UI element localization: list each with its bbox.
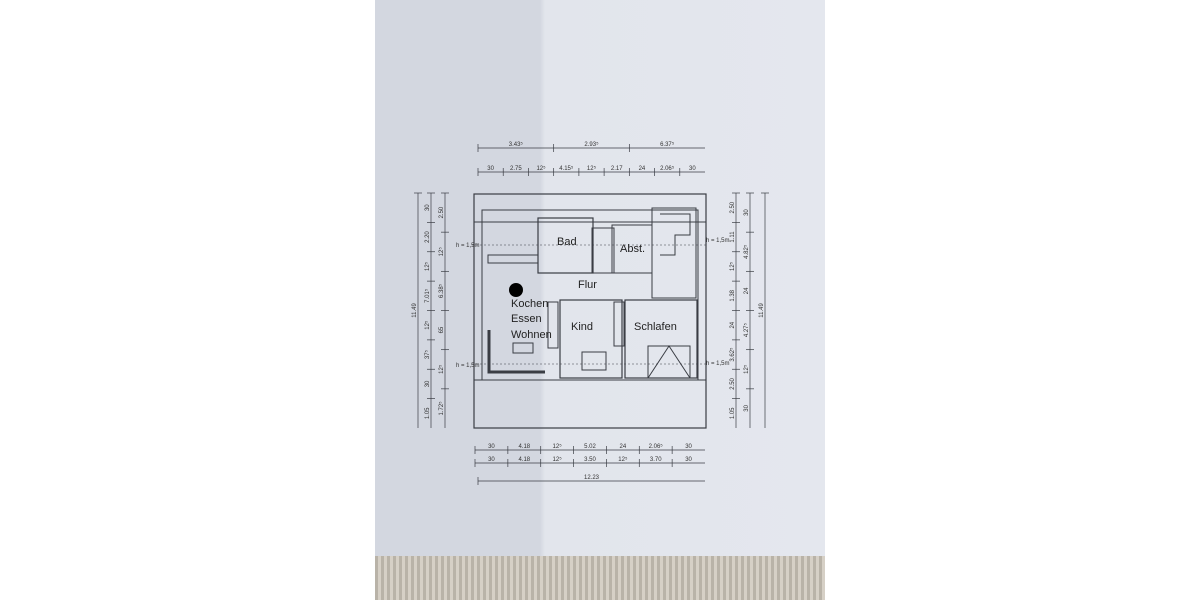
dimension-label: 24	[744, 287, 750, 294]
dimension-label: 1.11	[730, 231, 736, 243]
dimension-label: 6.37⁵	[660, 141, 675, 148]
dimension-label: 12⁵	[438, 247, 445, 257]
stair-steps	[660, 213, 691, 256]
coffee-table	[512, 342, 534, 354]
dimension-label: 4.18	[518, 444, 530, 450]
room-bad	[537, 217, 594, 274]
dimension-label: 2.06⁵	[660, 165, 675, 172]
bathtub	[591, 227, 615, 274]
room-label-kind: Kind	[571, 321, 593, 333]
dimension-label: 2.50	[730, 201, 736, 213]
dimension-label: 1.05	[730, 407, 736, 419]
dimension-label: 30	[685, 457, 692, 463]
height-note: h = 1,5m	[706, 238, 730, 244]
sofa	[487, 330, 545, 374]
dimension-label: 2.06⁵	[649, 443, 664, 450]
dimension-label: 11.49	[759, 303, 765, 318]
dimension-label: 65	[439, 326, 445, 333]
dimension-label: 24	[730, 321, 736, 328]
room-label-abst: Abst.	[620, 243, 645, 255]
dimension-label: 37⁵	[424, 349, 431, 359]
room-label-schlafen: Schlafen	[634, 321, 677, 333]
room-kind	[559, 299, 623, 379]
dimension-label: 11.49	[412, 303, 418, 318]
room-label-flur: Flur	[578, 279, 597, 291]
dimension-label: 4.15⁵	[559, 165, 574, 172]
height-note: h = 1,5m	[706, 361, 730, 367]
dimension-label: 12.23	[584, 475, 600, 481]
dimension-label: 1.72⁵	[438, 401, 445, 416]
dimension-label: 12⁵	[743, 364, 750, 374]
dimension-label: 12⁵	[618, 456, 628, 463]
carpet	[375, 556, 825, 600]
dimension-label: 12⁵	[536, 165, 546, 172]
dimension-label: 2.50	[730, 377, 736, 389]
stairs	[651, 207, 697, 299]
dimension-label: 2.17	[611, 166, 623, 172]
room-label-kochen: Kochen	[511, 298, 548, 310]
roof-band-bottom	[473, 379, 707, 429]
building-outline	[473, 193, 707, 429]
inner-wall	[481, 209, 699, 381]
dimension-label: 12⁵	[424, 320, 431, 330]
dimension-label: 2.93⁵	[584, 141, 599, 148]
dimension-label: 12⁵	[424, 261, 431, 271]
dimension-label: 24	[620, 444, 627, 450]
dimension-label: 30	[425, 380, 431, 387]
dimension-label: 6.38⁵	[438, 283, 445, 298]
dimension-label: 12⁵	[438, 364, 445, 374]
dimension-label: 30	[744, 209, 750, 216]
dimension-label: 2.20	[425, 231, 431, 243]
dimension-label: 1.38	[730, 289, 736, 301]
dining-table	[509, 283, 523, 297]
height-note: h = 1,5m	[456, 243, 480, 249]
wardrobe	[547, 301, 559, 349]
dimension-lines: 3.43⁵ 2.93⁵ 6.37⁵ 30 2.75 12⁵ 4.15⁵ 12⁵ 2.17 24 2.…	[412, 141, 769, 485]
dimension-label: 3.70	[650, 457, 662, 463]
dimension-label: 24	[639, 166, 646, 172]
room-label-wohnen: Wohnen	[511, 329, 552, 341]
dimension-label: 5.02	[584, 444, 596, 450]
dimension-label: 30	[685, 444, 692, 450]
dimension-label: 4.18	[518, 457, 530, 463]
dimension-label: 30	[689, 166, 696, 172]
dimension-label: 30	[425, 204, 431, 211]
dimension-label: 12⁵	[587, 165, 597, 172]
dimension-label: 3.50	[584, 457, 596, 463]
dimension-label: 2.75	[510, 166, 522, 172]
room-label-bad: Bad	[557, 236, 577, 248]
dimension-label: 4.27⁵	[743, 322, 750, 337]
dimension-label: 30	[488, 444, 495, 450]
dimension-label: 1.05	[425, 407, 431, 419]
height-note: h = 1,5m	[456, 363, 480, 369]
wardrobe	[613, 301, 625, 347]
dimension-label: 3.62⁵	[729, 347, 736, 362]
dimension-label: 7.01⁵	[424, 288, 431, 303]
dimension-label: 4.82⁵	[743, 244, 750, 259]
room-label-essen: Essen	[511, 313, 542, 325]
dimension-label: 30	[488, 457, 495, 463]
kitchen-counter	[487, 254, 539, 264]
dimension-label: 12⁵	[553, 456, 563, 463]
dimension-label: 12⁵	[729, 261, 736, 271]
desk	[581, 351, 607, 371]
dimension-label: 3.43⁵	[509, 141, 524, 148]
dimension-label: 12⁵	[553, 443, 563, 450]
dimension-label: 2.50	[439, 206, 445, 218]
room-schlafen	[624, 299, 698, 379]
bed	[647, 345, 691, 379]
dimension-label: 30	[744, 404, 750, 411]
dimension-label: 30	[487, 166, 494, 172]
